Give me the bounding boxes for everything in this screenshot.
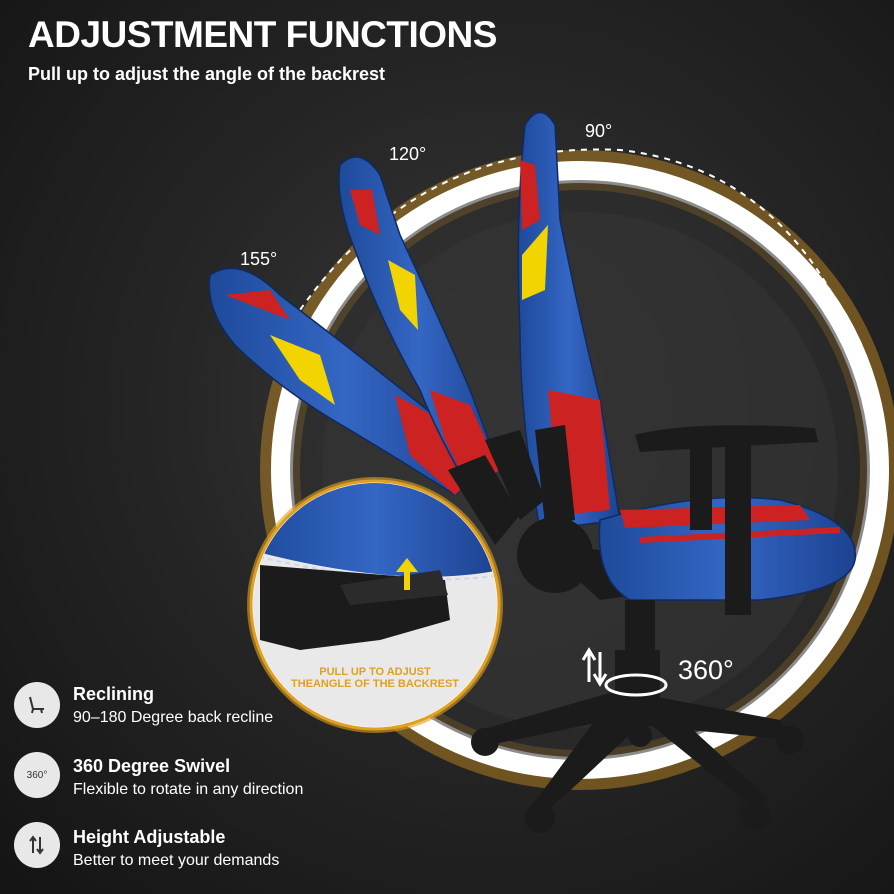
angle-label-155: 155° bbox=[240, 249, 278, 269]
rotate-360-icon-text: 360° bbox=[26, 769, 48, 781]
angle-label-90: 90° bbox=[585, 121, 613, 141]
recline-mechanism bbox=[448, 425, 670, 600]
headline: ADJUSTMENT FUNCTIONS bbox=[28, 14, 497, 55]
angle-label-120: 120° bbox=[389, 144, 427, 164]
zoom-detail bbox=[247, 477, 503, 733]
feature-reclining bbox=[14, 682, 60, 728]
recline-icon bbox=[14, 682, 60, 728]
feature-title-swivel: 360 Degree Swivel bbox=[73, 756, 231, 776]
feature-swivel: 360° bbox=[14, 752, 60, 798]
feature-desc-height: Better to meet your demands bbox=[73, 852, 280, 869]
subhead: Pull up to adjust the angle of the backr… bbox=[28, 64, 386, 84]
rotate-360-icon: 360° bbox=[14, 752, 60, 798]
feature-title-reclining: Reclining bbox=[73, 684, 155, 704]
feature-title-height: Height Adjustable bbox=[73, 827, 226, 847]
armrest bbox=[635, 425, 818, 615]
swivel-arrows bbox=[581, 647, 668, 697]
swivel-label: 360° bbox=[678, 655, 734, 685]
feature-desc-swivel: Flexible to rotate in any direction bbox=[73, 781, 304, 798]
height-arrows-icon bbox=[14, 822, 60, 868]
feature-height bbox=[14, 822, 60, 868]
zoom-caption: PULL UP TO ADJUST THEANGLE OF THE BACKRE… bbox=[290, 666, 460, 690]
feature-desc-reclining: 90–180 Degree back recline bbox=[73, 709, 274, 726]
